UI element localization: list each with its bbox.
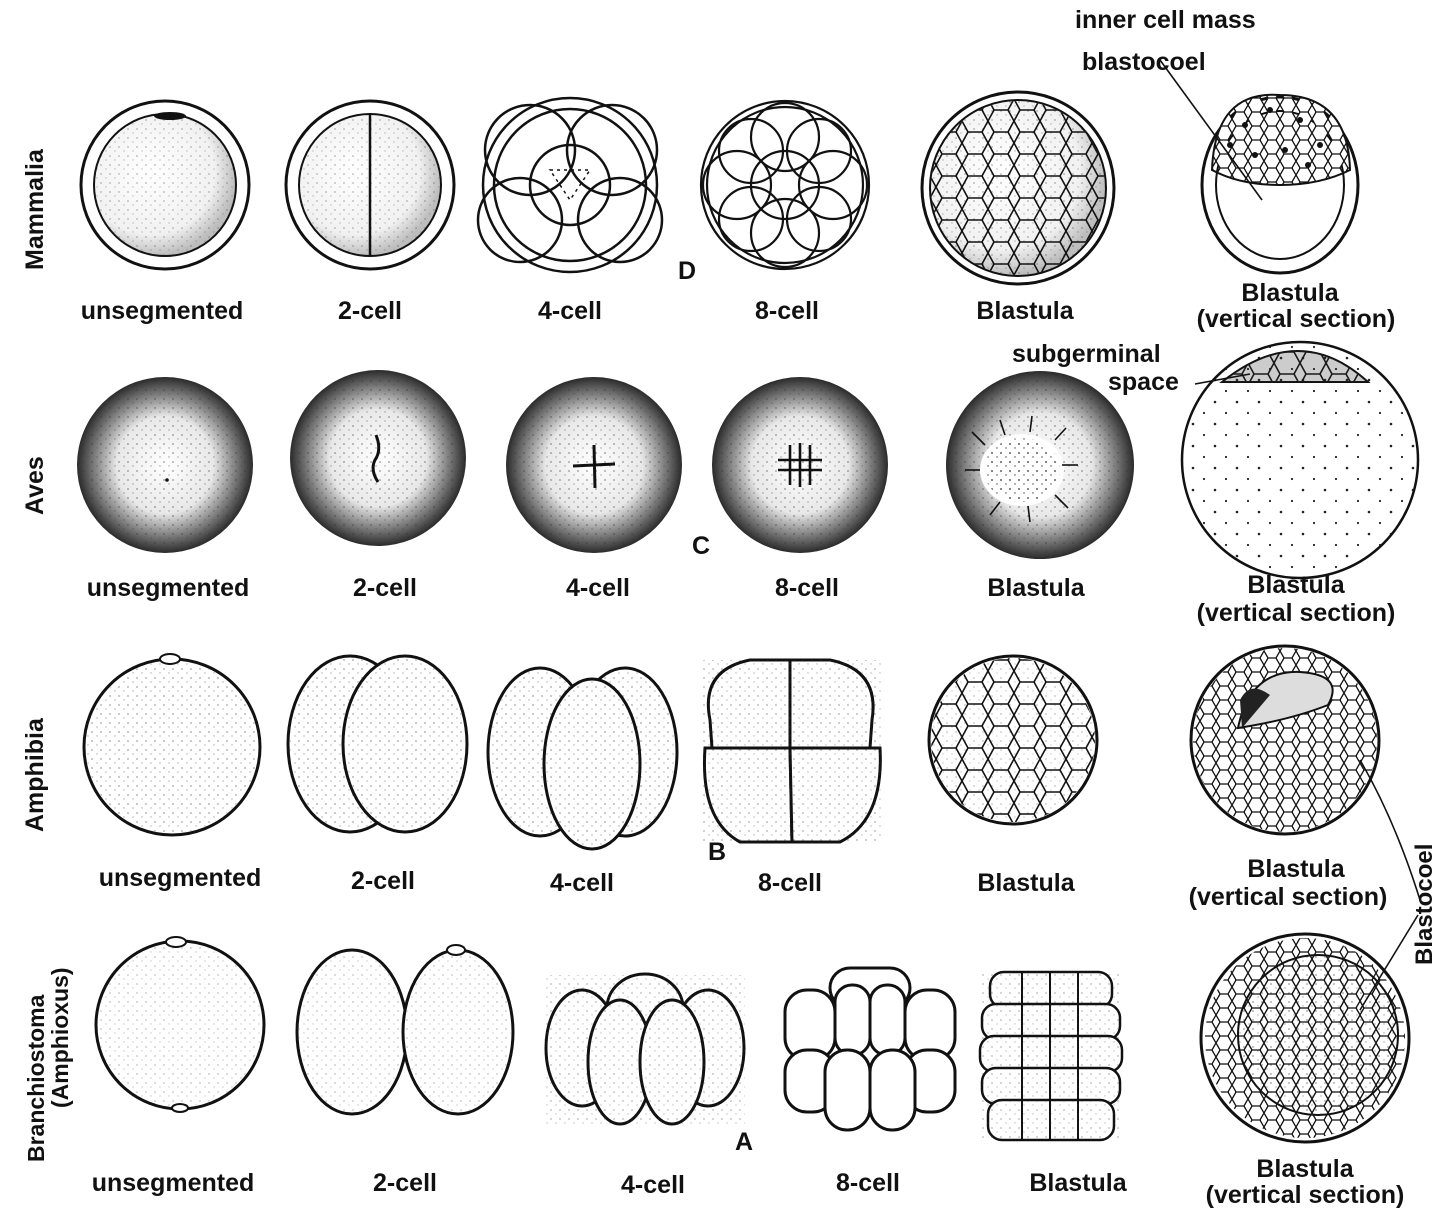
stage-label: 8-cell bbox=[775, 575, 839, 601]
amphibia-4cell-drawing bbox=[488, 668, 677, 849]
mammalia-blastula-drawing bbox=[922, 92, 1114, 284]
branchiostoma-2cell-drawing bbox=[297, 945, 513, 1114]
section-label: Blastula bbox=[1247, 572, 1344, 598]
amphibia-8cell-drawing bbox=[703, 660, 883, 842]
mammalia-8cell-drawing bbox=[701, 101, 869, 269]
mammalia-2cell-drawing bbox=[286, 101, 454, 269]
stage-label: 2-cell bbox=[338, 298, 402, 324]
row-label-amphibia: Amphibia bbox=[22, 718, 48, 832]
stage-label: Blastula bbox=[1029, 1170, 1126, 1196]
stage-label: unsegmented bbox=[81, 298, 244, 324]
branchiostoma-blastula-drawing bbox=[980, 972, 1122, 1140]
stage-label: 4-cell bbox=[621, 1172, 685, 1198]
aves-4cell-drawing bbox=[506, 377, 682, 553]
stage-label: 2-cell bbox=[351, 868, 415, 894]
stage-label: Blastula bbox=[987, 575, 1084, 601]
annotation-blastocoel-side: Blastocoel bbox=[1412, 844, 1438, 965]
branchiostoma-unsegmented-drawing bbox=[96, 937, 264, 1112]
stage-label: unsegmented bbox=[87, 575, 250, 601]
aves-2cell-drawing bbox=[290, 370, 466, 546]
mammalia-4cell-drawing bbox=[478, 98, 662, 272]
row-letter-d: D bbox=[678, 257, 696, 286]
row-label-amphioxus: (Amphioxus) bbox=[48, 967, 72, 1108]
section-label: Blastula bbox=[1256, 1156, 1353, 1182]
section-label: Blastula bbox=[1241, 280, 1338, 306]
stage-label: 8-cell bbox=[836, 1170, 900, 1196]
stage-label: 2-cell bbox=[373, 1170, 437, 1196]
amphibia-blastula-drawing bbox=[929, 656, 1097, 824]
row-letter-b: B bbox=[708, 838, 726, 867]
stage-label: Blastula bbox=[976, 298, 1073, 324]
stage-label: 4-cell bbox=[550, 870, 614, 896]
section-label: Blastula bbox=[1247, 856, 1344, 882]
row-label-branchiostoma: Branchiostoma bbox=[24, 995, 48, 1162]
annotation-inner-cell-mass: inner cell mass bbox=[1075, 6, 1256, 35]
branchiostoma-blastula-section-drawing bbox=[1201, 915, 1418, 1142]
mammalia-unsegmented-drawing bbox=[81, 101, 249, 269]
row-letter-c: C bbox=[692, 532, 710, 561]
row-label-mammalia: Mammalia bbox=[22, 149, 48, 270]
mammalia-blastula-section-drawing bbox=[1160, 60, 1358, 273]
annotation-blastocoel: blastocoel bbox=[1082, 48, 1206, 77]
amphibia-unsegmented-drawing bbox=[84, 654, 260, 835]
stage-label: unsegmented bbox=[99, 865, 262, 891]
stage-label: 2-cell bbox=[353, 575, 417, 601]
branchiostoma-4cell-drawing bbox=[545, 974, 745, 1125]
amphibia-2cell-drawing bbox=[288, 656, 467, 832]
stage-label: unsegmented bbox=[92, 1170, 255, 1196]
stage-label: 4-cell bbox=[566, 575, 630, 601]
annotation-space: space bbox=[1108, 368, 1179, 397]
aves-blastula-drawing bbox=[946, 371, 1134, 559]
row-label-aves: Aves bbox=[22, 456, 48, 515]
section-label-sub: (vertical section) bbox=[1189, 884, 1388, 910]
stage-label: Blastula bbox=[977, 870, 1074, 896]
aves-blastula-section-drawing bbox=[1182, 342, 1418, 578]
branchiostoma-8cell-drawing bbox=[785, 968, 955, 1130]
row-letter-a: A bbox=[735, 1128, 753, 1157]
annotation-subgerminal: subgerminal bbox=[1012, 340, 1161, 369]
aves-unsegmented-drawing bbox=[77, 377, 253, 553]
section-label-sub: (vertical section) bbox=[1206, 1182, 1405, 1208]
aves-8cell-drawing bbox=[712, 377, 888, 553]
stage-label: 4-cell bbox=[538, 298, 602, 324]
section-label-sub: (vertical section) bbox=[1197, 306, 1396, 332]
stage-label: 8-cell bbox=[758, 870, 822, 896]
stage-label: 8-cell bbox=[755, 298, 819, 324]
section-label-sub: (vertical section) bbox=[1197, 600, 1396, 626]
